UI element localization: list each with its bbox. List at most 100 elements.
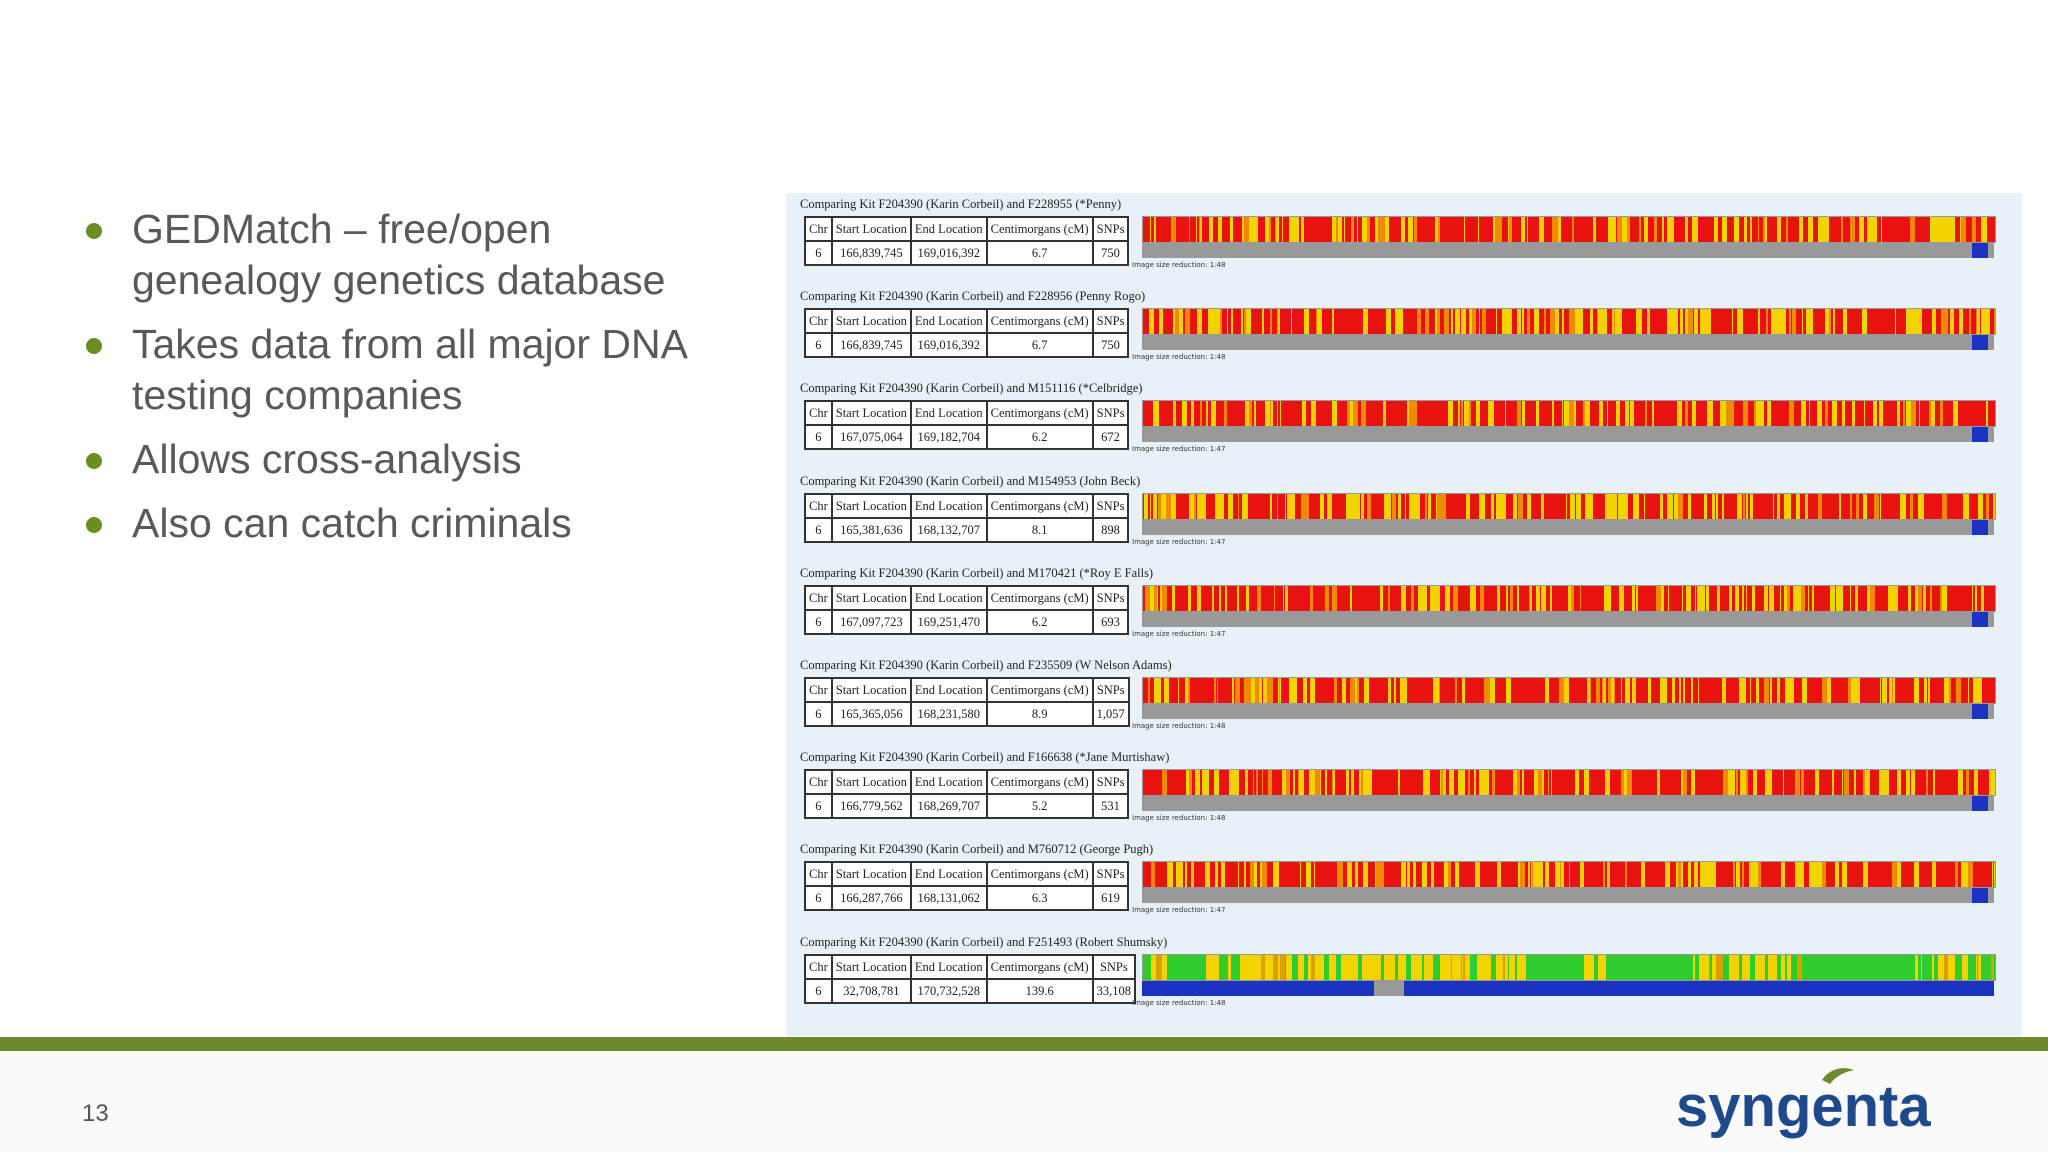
- reduction-note: Image size reduction: 1:48: [1132, 999, 1226, 1007]
- bullet-dot-icon: [86, 223, 102, 239]
- reduction-note: Image size reduction: 1:47: [1132, 445, 1226, 453]
- match-segment: [1972, 520, 1988, 535]
- column-header: Chr: [804, 677, 833, 703]
- cell-cm: 6.2: [985, 609, 1094, 635]
- cell-snps: 531: [1091, 793, 1130, 819]
- cell-snps: 898: [1091, 517, 1130, 543]
- cell-cm: 8.9: [985, 701, 1094, 727]
- match-segment-bar: [1142, 427, 1994, 442]
- cell-start: 166,779,562: [830, 793, 912, 819]
- column-header: Start Location: [830, 769, 912, 795]
- bullet-item: Takes data from all major DNA testing co…: [84, 319, 744, 421]
- column-header: Centimorgans (cM): [985, 861, 1094, 887]
- comparison-title: Comparing Kit F204390 (Karin Corbeil) an…: [800, 842, 1154, 856]
- cell-snps: 619: [1091, 885, 1130, 911]
- snp-comparison-bar: [1142, 861, 1996, 888]
- comparison-title: Comparing Kit F204390 (Karin Corbeil) an…: [800, 381, 1143, 395]
- comparison-title: Comparing Kit F204390 (Karin Corbeil) an…: [800, 289, 1146, 303]
- cell-cm: 6.7: [985, 332, 1094, 358]
- snp-comparison-bar: [1142, 493, 1996, 520]
- column-header: SNPs: [1091, 861, 1130, 887]
- comparison-title: Comparing Kit F204390 (Karin Corbeil) an…: [800, 474, 1141, 488]
- column-header: Chr: [804, 400, 833, 426]
- cell-chr: 6: [804, 424, 833, 450]
- column-header: End Location: [909, 308, 988, 334]
- match-segment: [1972, 427, 1988, 442]
- column-header: Chr: [804, 585, 833, 611]
- cell-snps: 750: [1091, 240, 1130, 266]
- cell-snps: 33,108: [1091, 978, 1137, 1004]
- footer: [0, 1051, 2048, 1152]
- bullet-list: GEDMatch – free/open genealogy genetics …: [84, 204, 744, 562]
- bullet-text: GEDMatch – free/open genealogy genetics …: [132, 206, 666, 303]
- cell-cm: 6.2: [985, 424, 1094, 450]
- snp-comparison-bar: [1142, 769, 1996, 796]
- reduction-note: Image size reduction: 1:47: [1132, 538, 1226, 546]
- bullet-dot-icon: [86, 338, 102, 354]
- match-segment-bar: [1142, 704, 1994, 719]
- cell-cm: 139.6: [985, 978, 1094, 1004]
- column-header: End Location: [909, 954, 988, 980]
- cell-cm: 8.1: [985, 517, 1094, 543]
- cell-snps: 1,057: [1091, 701, 1130, 727]
- match-segment: [1972, 612, 1988, 627]
- comparison-title: Comparing Kit F204390 (Karin Corbeil) an…: [800, 197, 1122, 211]
- match-segment-bar: [1142, 335, 1994, 350]
- logo-text: syngenta: [1676, 1074, 1931, 1139]
- cell-end: 168,269,707: [909, 793, 988, 819]
- comparison-title: Comparing Kit F204390 (Karin Corbeil) an…: [800, 935, 1168, 949]
- comparison-block: Comparing Kit F204390 (Karin Corbeil) an…: [794, 474, 2014, 559]
- syngenta-leaf-icon: [1822, 1068, 1854, 1084]
- match-segment-bar: [1142, 796, 1994, 811]
- cell-snps: 693: [1091, 609, 1130, 635]
- column-header: End Location: [909, 769, 988, 795]
- column-header: Start Location: [830, 585, 912, 611]
- cell-chr: 6: [804, 517, 833, 543]
- column-header: Start Location: [830, 216, 912, 242]
- bullet-text: Takes data from all major DNA testing co…: [132, 321, 686, 418]
- comparison-title: Comparing Kit F204390 (Karin Corbeil) an…: [800, 658, 1172, 672]
- cell-start: 32,708,781: [830, 978, 912, 1004]
- cell-chr: 6: [804, 332, 833, 358]
- bullet-item: Also can catch criminals: [84, 498, 744, 549]
- column-header: End Location: [909, 677, 988, 703]
- column-header: Chr: [804, 308, 833, 334]
- reduction-note: Image size reduction: 1:47: [1132, 906, 1226, 914]
- column-header: End Location: [909, 861, 988, 887]
- column-header: SNPs: [1091, 216, 1130, 242]
- column-header: Chr: [804, 954, 833, 980]
- comparison-block: Comparing Kit F204390 (Karin Corbeil) an…: [794, 566, 2014, 651]
- column-header: Centimorgans (cM): [985, 493, 1094, 519]
- cell-start: 166,839,745: [830, 332, 912, 358]
- match-segment: [1142, 981, 1374, 996]
- cell-start: 166,839,745: [830, 240, 912, 266]
- match-segment: [1972, 243, 1988, 258]
- snp-comparison-bar: [1142, 308, 1996, 335]
- column-header: SNPs: [1091, 954, 1137, 980]
- comparison-block: Comparing Kit F204390 (Karin Corbeil) an…: [794, 197, 2014, 282]
- cell-chr: 6: [804, 885, 833, 911]
- column-header: SNPs: [1091, 677, 1130, 703]
- page-number: 13: [82, 1100, 109, 1127]
- column-header: Chr: [804, 493, 833, 519]
- column-header: Chr: [804, 861, 833, 887]
- comparison-block: Comparing Kit F204390 (Karin Corbeil) an…: [794, 381, 2014, 466]
- bullet-dot-icon: [86, 453, 102, 469]
- snp-comparison-bar: [1142, 400, 1996, 427]
- comparison-block: Comparing Kit F204390 (Karin Corbeil) an…: [794, 658, 2014, 743]
- column-header: Start Location: [830, 400, 912, 426]
- reduction-note: Image size reduction: 1:48: [1132, 722, 1226, 730]
- column-header: Chr: [804, 216, 833, 242]
- match-segment: [1972, 796, 1988, 811]
- cell-chr: 6: [804, 609, 833, 635]
